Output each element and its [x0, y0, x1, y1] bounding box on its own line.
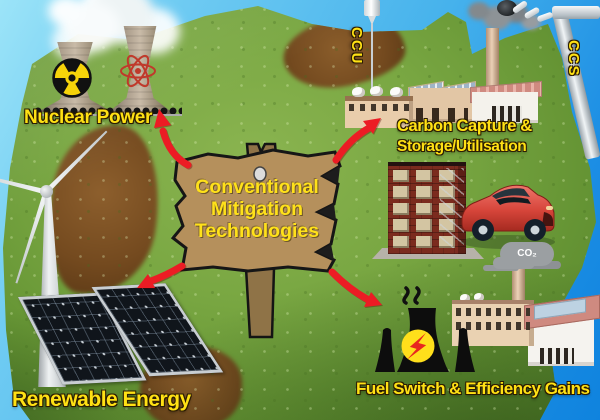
storage-dome	[352, 87, 365, 97]
storage-dome	[390, 87, 403, 97]
storage-dome	[370, 86, 383, 96]
storage-dome	[474, 293, 484, 301]
lightning-bolt-icon	[406, 332, 427, 360]
factory-windows	[349, 104, 409, 111]
label-carbon-capture-line1: Carbon Capture &	[397, 117, 532, 135]
power-plant-icon	[375, 286, 475, 372]
sign-line-3: Technologies	[194, 220, 320, 242]
storage-dome	[460, 294, 470, 302]
label-ccs: CCS	[565, 40, 582, 78]
sign-nail	[253, 166, 267, 182]
factory-doors	[416, 108, 468, 122]
smoke-squiggle	[402, 286, 410, 305]
ccs-pipe-horizontal	[552, 6, 600, 19]
sign-title: Conventional Mitigation Technologies	[182, 176, 332, 242]
label-carbon-capture-line2: Storage/Utilisation	[397, 138, 527, 155]
atom-icon	[120, 54, 156, 88]
wooden-sign	[170, 142, 342, 339]
steam-cloud	[48, 0, 84, 26]
nuclear-treeline	[34, 103, 182, 116]
chimney-smoke	[468, 2, 490, 20]
label-nuclear-power: Nuclear Power	[24, 107, 153, 128]
arrow-to-fuel-switch	[328, 268, 371, 303]
label-co2: CO₂	[517, 248, 537, 259]
arrowhead	[364, 292, 382, 307]
label-ccu: CCU	[348, 27, 365, 66]
label-fuel-switch: Fuel Switch & Efficiency Gains	[356, 379, 590, 398]
valve-icon	[497, 0, 517, 16]
smoke-squiggle	[413, 286, 421, 305]
arrowhead	[137, 274, 155, 288]
radiation-icon	[52, 58, 92, 98]
syringe-icon	[364, 0, 380, 16]
warehouse-door	[492, 106, 522, 122]
sign-edge-shadow	[317, 166, 340, 260]
co2-cloud: CO₂	[500, 242, 554, 266]
factory2-door	[540, 348, 574, 364]
syringe-tip	[368, 16, 376, 23]
arrowhead	[154, 109, 171, 128]
arrow-to-nuclear	[159, 127, 192, 169]
arrowhead	[363, 118, 381, 134]
fire-escape	[440, 168, 464, 248]
factory2-windows	[456, 308, 530, 316]
carbon-factory-block	[345, 96, 413, 128]
arrow-to-carbon-capture	[332, 124, 373, 164]
factory2-windows	[456, 322, 530, 330]
injection-needle	[371, 23, 373, 95]
label-renewable-energy: Renewable Energy	[12, 388, 191, 411]
arrow-to-renewables	[147, 262, 186, 285]
sign-line-2: Mitigation	[210, 198, 304, 220]
turbine-hub	[40, 185, 53, 198]
sign-line-1: Conventional	[195, 176, 319, 198]
factory-chimney	[486, 28, 499, 98]
